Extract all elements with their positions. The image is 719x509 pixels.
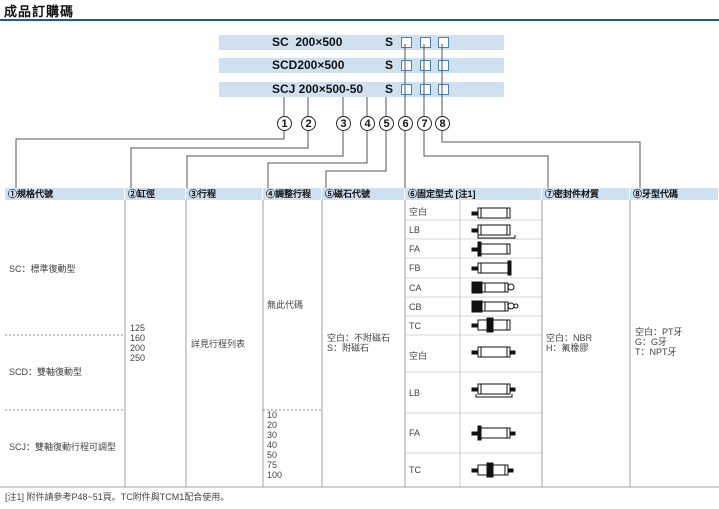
page-title: 成品訂購碼 [4,4,75,19]
single-clevis-cylinder-icon [471,281,515,294]
code-s-letter: S [385,82,394,96]
placeholder-box [438,37,449,48]
trunnion-cylinder-icon [471,317,511,333]
header-spec-code: ①規格代號 [5,188,125,200]
mount-label: FB [409,263,421,273]
plain-cylinder-icon [471,207,511,219]
mount-label: FA [409,428,421,438]
spec-scj: SCJ：雙軸復動行程可調型 [9,442,117,452]
code-s-letter: S [385,35,394,49]
placeholder-box [420,37,431,48]
code-text: SCJ 200×500-50 [272,82,364,96]
mount-label: CA [409,283,422,293]
code-text: SC 200×500 [272,35,343,49]
magnet-text: 空白：不附磁石 S：附磁石 [327,333,391,353]
mount-label: 空白 [409,207,428,217]
marker-5: 5 [379,116,394,131]
stroke-text: 詳見行程列表 [191,339,246,349]
mount-label: FA [409,244,421,254]
placeholder-box [420,84,431,95]
placeholder-box [401,84,412,95]
adjust-none: 無此代碼 [267,300,304,310]
spec-sc: SC：標準復動型 [9,264,76,274]
bore-list: 125 160 200 250 [130,323,146,363]
adjust-values: 10 20 30 40 50 75 100 [267,410,283,480]
marker-6: 6 [398,116,413,131]
placeholder-box [438,84,449,95]
marker-4: 4 [360,116,375,131]
marker-3: 3 [336,116,351,131]
double-rod-cylinder-icon [471,346,516,358]
marker-2: 2 [301,116,316,131]
mount-label: CB [409,302,422,312]
foot-mount-cylinder-icon [471,224,516,239]
marker-8: 8 [435,116,450,131]
double-rod-foot-cylinder-icon [471,383,516,398]
header-stroke: ③行程 [186,188,263,200]
header-bore: ②缸徑 [125,188,186,200]
double-rod-flange-cylinder-icon [471,425,516,441]
footnote: [注1] 附件請參考P48~51頁。TC附件與TCM1配合使用。 [5,492,230,502]
code-s-letter: S [385,58,394,72]
double-rod-trunnion-cylinder-icon [471,462,514,478]
header-mount-type: ⑥固定型式 [注1] [405,188,542,200]
rear-flange-cylinder-icon [471,260,512,276]
header-magnet-code: ⑤磁石代號 [322,188,405,200]
placeholder-box [401,60,412,71]
header-adjust-stroke: ④調整行程 [263,188,322,200]
mount-label: TC [409,465,421,475]
code-text: SCD200×500 [272,58,345,72]
mount-label: TC [409,321,421,331]
mount-label: LB [409,225,421,235]
seal-text: 空白：NBR H：氟橡膠 [546,333,593,353]
marker-1: 1 [277,116,292,131]
code-bar-scd: SCD200×500 S [219,58,504,73]
placeholder-box [401,37,412,48]
mount-label: 空白 [409,351,428,361]
header-seal-material: ⑦密封件材質 [542,188,630,200]
placeholder-box [420,60,431,71]
code-bar-scj: SCJ 200×500-50 S [219,82,504,97]
thread-text: 空白：PT牙 G：G牙 T：NPT牙 [635,327,683,357]
spec-scd: SCD：雙軸復動型 [9,367,83,377]
placeholder-box [438,60,449,71]
marker-7: 7 [417,116,432,131]
title-underline [0,19,719,21]
double-clevis-cylinder-icon [471,300,519,313]
front-flange-cylinder-icon [471,241,511,257]
mount-label: LB [409,388,421,398]
code-bar-sc: SC 200×500 S [219,35,504,50]
